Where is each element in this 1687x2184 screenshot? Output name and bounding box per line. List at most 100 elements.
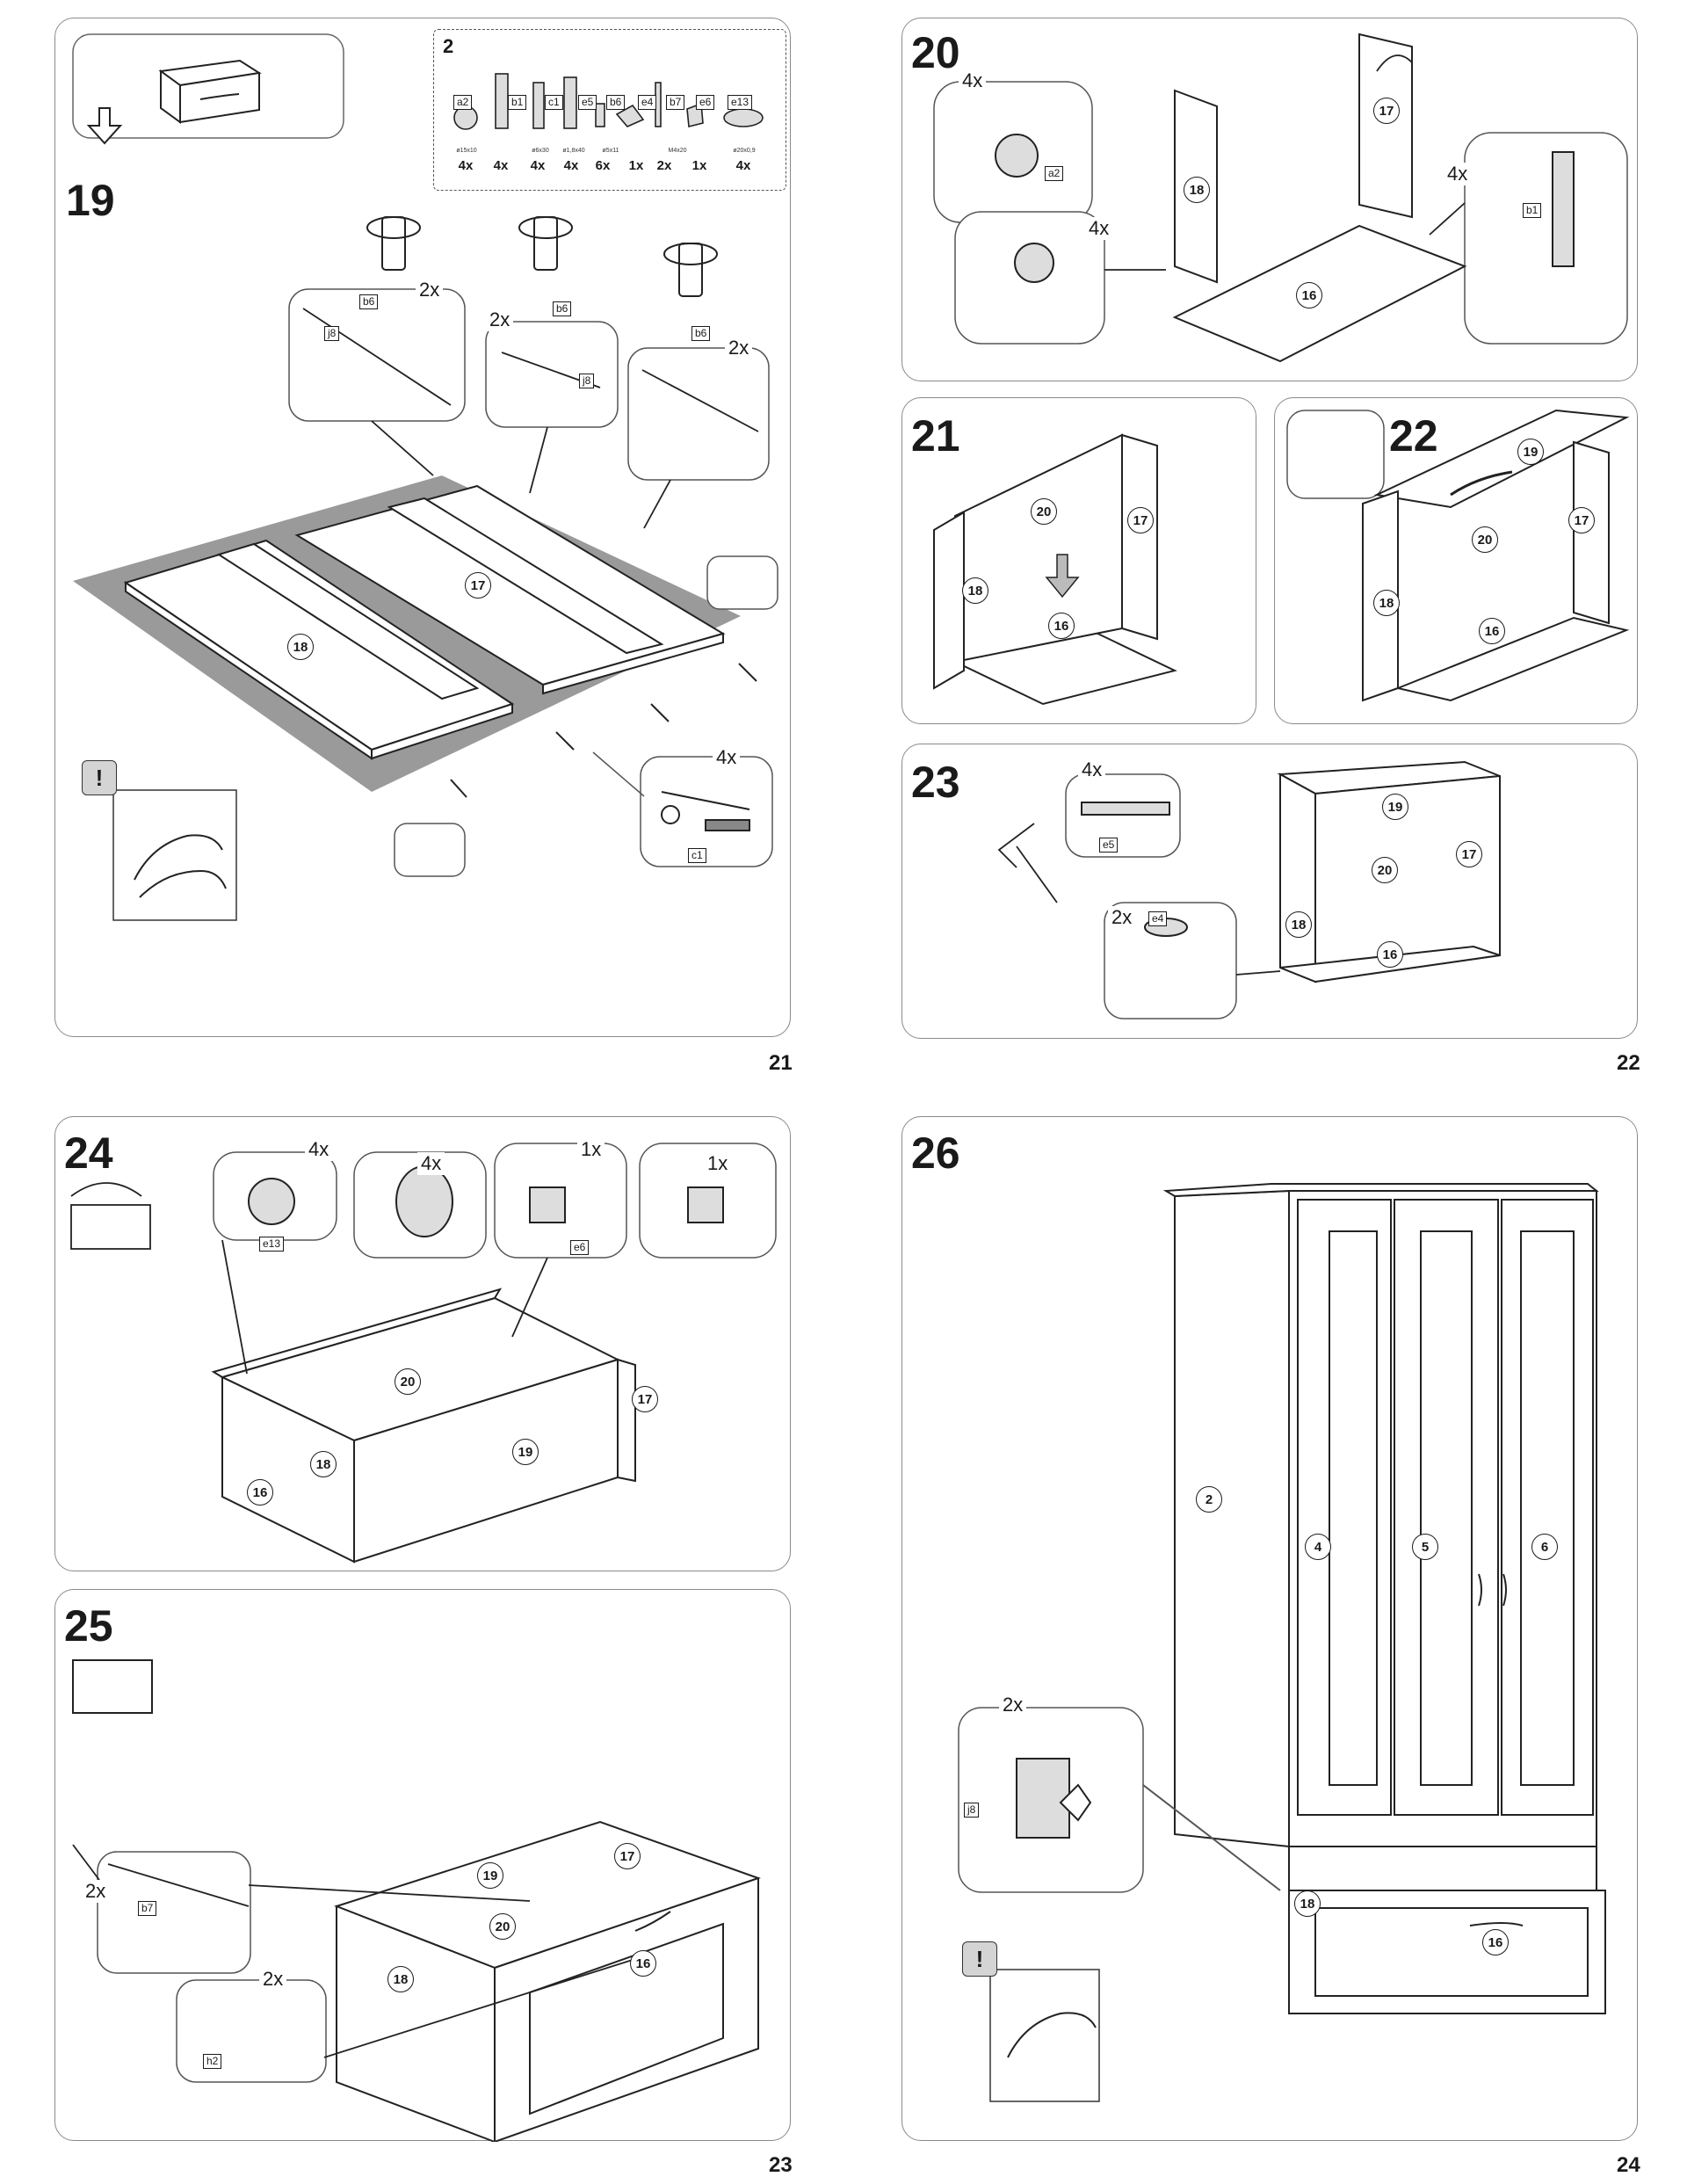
step-19-illustration xyxy=(72,33,778,921)
step-19-number: 19 xyxy=(66,176,115,225)
step-26-panel: 26 2x j8 2 4 5 6 18 16 ! xyxy=(901,1116,1638,2141)
part-16: 16 xyxy=(1377,941,1403,968)
bag-code-c1: c1 xyxy=(545,95,563,110)
part-17: 17 xyxy=(465,572,491,599)
handle-qty: 2x xyxy=(259,1968,287,1991)
step-25-illustration xyxy=(72,1659,762,2142)
part-17: 17 xyxy=(1568,507,1595,533)
step-21-number: 21 xyxy=(911,411,960,461)
page-number-23: 23 xyxy=(769,2153,793,2177)
bolt-code-b1: b1 xyxy=(1523,203,1542,218)
bag-spec-a2: ø15x10 xyxy=(456,148,477,154)
bag-spec-b7: M4x20 xyxy=(668,148,687,154)
handle-code-h2: h2 xyxy=(203,2054,222,2069)
press-qty: 4x xyxy=(417,1152,445,1175)
stop2-qty: 1x xyxy=(704,1152,732,1175)
part-20: 20 xyxy=(1472,526,1498,553)
step-25-panel: 25 2x b7 2x h2 19 17 20 18 16 xyxy=(54,1589,791,2142)
part-5: 5 xyxy=(1412,1534,1438,1560)
part-17: 17 xyxy=(1456,841,1482,867)
callout2-code-j8: j8 xyxy=(579,374,595,388)
part-19: 19 xyxy=(512,1439,539,1465)
cam-qty: 4x xyxy=(959,69,987,92)
part-16: 16 xyxy=(1479,618,1505,644)
bag-spec-e5: ø1,8x40 xyxy=(562,148,585,154)
part-16: 16 xyxy=(247,1479,273,1506)
bag-code-e4: e4 xyxy=(638,95,657,110)
bag-spec-b6: ø5x11 xyxy=(602,148,619,154)
step-25-number: 25 xyxy=(64,1601,113,1651)
bag-hardware-icons xyxy=(453,73,764,130)
step-20-number: 20 xyxy=(911,28,960,77)
part-20: 20 xyxy=(1372,857,1398,883)
pad-qty: 2x xyxy=(1108,906,1136,929)
bag-qty-b6: 6x xyxy=(595,158,611,173)
bag-qty-c1: 4x xyxy=(530,158,546,173)
callout2-code-b6: b6 xyxy=(553,301,572,316)
pad-qty: 4x xyxy=(305,1138,333,1161)
bag-2-panel: 2 a2 b1 c1 e5 b6 e4 b7 e6 e13 ø15x10 ø6x… xyxy=(433,29,786,191)
step-24-illustration xyxy=(70,1143,777,1564)
bag-code-a2: a2 xyxy=(453,95,473,110)
part-6: 6 xyxy=(1531,1534,1558,1560)
part-17: 17 xyxy=(632,1386,658,1412)
dowel-code-c1: c1 xyxy=(688,848,706,863)
part-20: 20 xyxy=(395,1368,421,1395)
part-16: 16 xyxy=(1482,1929,1509,1955)
bag-spec-c1: ø6x30 xyxy=(532,148,549,154)
rail-code-j8: j8 xyxy=(964,1803,980,1818)
callout3-qty: 2x xyxy=(725,337,753,359)
step-24-number: 24 xyxy=(64,1128,113,1178)
part-17: 17 xyxy=(614,1843,641,1869)
step-24-panel: 24 4x e13 4x 1x e6 1x 20 17 19 18 16 xyxy=(54,1116,791,1571)
nail-qty: 4x xyxy=(1078,758,1106,781)
part-20: 20 xyxy=(1031,498,1057,525)
bag-qty-e5: 4x xyxy=(563,158,579,173)
bag-code-e13: e13 xyxy=(728,95,753,110)
bag-qty-e4: 1x xyxy=(628,158,644,173)
bag-qty-b1: 4x xyxy=(493,158,509,173)
bag-qty-e6: 1x xyxy=(691,158,707,173)
step-20-panel: 20 4x a2 4x 4x b1 17 18 16 xyxy=(901,18,1638,381)
turn-qty: 4x xyxy=(1085,217,1113,240)
part-18: 18 xyxy=(1285,911,1312,938)
part-2: 2 xyxy=(1196,1486,1222,1513)
part-18: 18 xyxy=(287,634,314,660)
part-17: 17 xyxy=(1373,98,1400,124)
screw-qty: 2x xyxy=(82,1880,110,1903)
step-22-panel: 22 19 20 17 18 16 xyxy=(1274,397,1638,724)
callout1-code-b6: b6 xyxy=(359,294,379,309)
step-21-illustration xyxy=(933,433,1177,706)
step-20-illustration xyxy=(933,33,1628,363)
stop-code-e6: e6 xyxy=(570,1240,590,1255)
page-number-24: 24 xyxy=(1617,2153,1640,2177)
step-23-illustration xyxy=(997,760,1501,1019)
dowel-qty: 4x xyxy=(713,746,741,769)
pad-code-e4: e4 xyxy=(1148,911,1168,926)
callout1-code-j8: j8 xyxy=(324,326,340,341)
callout2-qty: 2x xyxy=(486,308,514,331)
callout1-qty: 2x xyxy=(416,279,444,301)
part-19: 19 xyxy=(1517,439,1544,465)
part-17: 17 xyxy=(1127,507,1154,533)
step-21-panel: 21 20 17 18 16 xyxy=(901,397,1256,724)
step-23-number: 23 xyxy=(911,758,960,807)
part-18: 18 xyxy=(1294,1890,1321,1917)
warning-icon: ! xyxy=(962,1941,997,1977)
bag-qty-b7: 2x xyxy=(656,158,672,173)
step-19-panel: 19 2 a2 b1 c1 e5 b6 e4 b7 e6 e13 ø15x10 … xyxy=(54,18,791,1037)
page-number-22: 22 xyxy=(1617,1051,1640,1075)
part-18: 18 xyxy=(387,1966,414,1992)
bag-spec-e13: ø20x0,9 xyxy=(733,148,756,154)
bag-qty-e13: 4x xyxy=(735,158,751,173)
rail-qty: 2x xyxy=(999,1694,1027,1716)
bag-code-b6: b6 xyxy=(606,95,626,110)
part-16: 16 xyxy=(1048,613,1075,639)
bag-number: 2 xyxy=(443,35,454,57)
step-22-number: 22 xyxy=(1389,411,1438,461)
bag-code-b1: b1 xyxy=(508,95,527,110)
page-number-21: 21 xyxy=(769,1051,793,1075)
part-18: 18 xyxy=(962,577,988,604)
bag-code-e5: e5 xyxy=(578,95,597,110)
part-16: 16 xyxy=(1296,282,1322,308)
